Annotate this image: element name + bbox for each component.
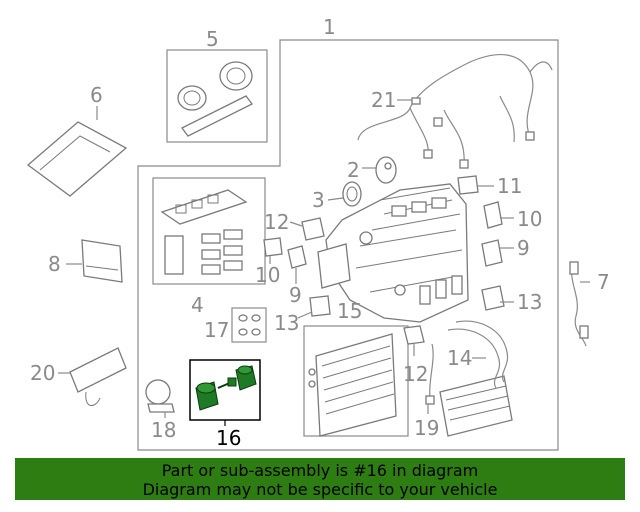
label-part-17: 17	[204, 318, 229, 342]
label-part-10-left: 10	[255, 263, 280, 287]
info-banner: Part or sub-assembly is #16 in diagram D…	[15, 458, 625, 500]
banner-line-2: Diagram may not be specific to your vehi…	[142, 480, 498, 499]
part-9-actuator-right	[481, 239, 514, 267]
label-part-7: 7	[597, 270, 610, 294]
label-part-11: 11	[497, 174, 522, 198]
label-part-9-right: 9	[517, 236, 530, 260]
label-part-13-right: 13	[517, 290, 542, 314]
label-part-8: 8	[48, 252, 61, 276]
part-20-sensor	[58, 347, 127, 406]
label-part-1: 1	[323, 15, 336, 39]
part-10-actuator-left	[263, 237, 283, 264]
part-13-actuator-left	[297, 295, 331, 319]
label-part-6: 6	[90, 83, 103, 107]
label-part-3: 3	[312, 188, 325, 212]
part-21-wire-harness	[357, 54, 553, 169]
part-7-harness	[569, 261, 590, 347]
part-6-duct	[26, 106, 128, 197]
part-5-seals	[177, 61, 253, 137]
part-12-actuator-top	[289, 217, 325, 241]
part-15-box	[303, 325, 409, 437]
label-part-15: 15	[337, 299, 362, 323]
part-18-clip	[145, 379, 175, 418]
label-part-19: 19	[414, 416, 439, 440]
part-2-seal	[362, 156, 397, 184]
label-part-21: 21	[371, 88, 396, 112]
part-14-heater-core	[439, 320, 513, 437]
part-12-actuator-bottom	[403, 325, 425, 356]
part-19-sensor	[425, 343, 435, 414]
label-part-10-right: 10	[517, 207, 542, 231]
label-part-5: 5	[206, 27, 219, 51]
label-part-2: 2	[347, 158, 360, 182]
part-17-box	[231, 307, 267, 343]
label-part-4: 4	[191, 293, 204, 317]
label-part-18: 18	[151, 418, 176, 442]
part-16-actuator	[195, 365, 257, 411]
part-3-ring	[327, 181, 362, 207]
part-15-evaporator	[308, 333, 397, 437]
part-5-box	[166, 49, 268, 143]
part-13-actuator-right	[481, 285, 514, 311]
hvac-housing	[317, 183, 469, 323]
part-8-module	[66, 239, 123, 283]
assembly-outline	[137, 39, 559, 451]
part-4-box	[152, 177, 266, 285]
part-4-doors	[160, 189, 248, 275]
label-part-20: 20	[30, 361, 55, 385]
label-part-9-left: 9	[289, 283, 302, 307]
part-17-grommets	[238, 314, 261, 336]
part-10-actuator-right	[483, 201, 514, 229]
label-part-13-left: 13	[274, 311, 299, 335]
part-11-sensor	[457, 175, 494, 195]
label-part-12-top: 12	[264, 210, 289, 234]
part-9-actuator-left	[287, 245, 307, 284]
label-part-16: 16	[216, 426, 241, 450]
banner-line-1: Part or sub-assembly is #16 in diagram	[161, 461, 479, 480]
label-part-14: 14	[447, 346, 472, 370]
label-part-12-bottom: 12	[403, 362, 428, 386]
